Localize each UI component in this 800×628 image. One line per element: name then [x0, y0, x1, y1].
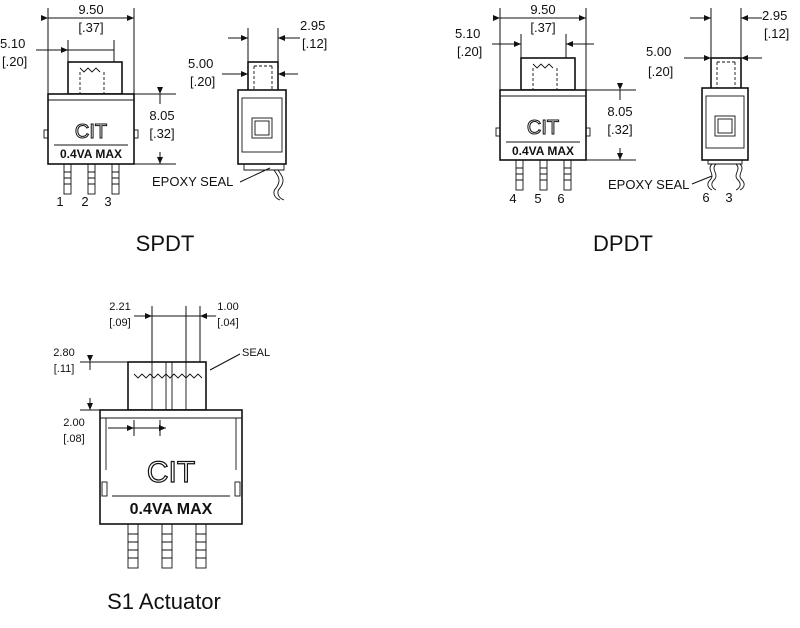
s1-seal-label: SEAL: [242, 347, 270, 359]
s1-seal-width-mm: 1.00: [217, 301, 238, 313]
spdt-front-view: CIT 0.4VA MAX 1 2 3 9.50 [.37] 5.10 [.20…: [0, 2, 176, 209]
spdt-rating-label: 0.4VA MAX: [60, 147, 122, 161]
spdt-epoxy-seal-label: EPOXY SEAL: [152, 174, 233, 189]
spdt-pins: [63, 163, 120, 195]
s1-actuator-mm: 2.21: [109, 301, 130, 313]
spdt-caption: SPDT: [136, 231, 195, 256]
spdt-width-mm: 9.50: [78, 2, 103, 17]
spdt-travel-in: [.20]: [2, 54, 27, 69]
dpdt-brand-label: CIT: [527, 117, 559, 139]
dpdt-caption: DPDT: [593, 231, 653, 256]
s1-seal-width-in: [.04]: [217, 317, 238, 329]
dpdt-actuator-width-mm: 2.95: [762, 8, 787, 23]
s1-actuator-height-in: [.11]: [54, 363, 75, 375]
dpdt-height-in: [.32]: [607, 122, 632, 137]
s1-pitch-in: [.08]: [63, 433, 84, 445]
dpdt-pin-6: 6: [557, 191, 564, 206]
spdt-pin-3: 3: [104, 194, 111, 209]
s1-actuator-view: CIT 0.4VA MAX 2.21 [.09] 1.00 [.04] SEAL…: [53, 301, 270, 569]
spdt-pin-2: 2: [81, 194, 88, 209]
spdt-height-mm: 8.05: [149, 108, 174, 123]
spdt-brand-label: CIT: [75, 121, 107, 143]
spdt-side-width-mm: 5.00: [188, 56, 213, 71]
s1-actuator-in: [.09]: [109, 317, 130, 329]
s1-rating-label: 0.4VA MAX: [130, 501, 213, 518]
dpdt-side-pin-3: 3: [725, 190, 732, 205]
spdt-height-in: [.32]: [149, 126, 174, 141]
dpdt-epoxy-seal-label: EPOXY SEAL: [608, 177, 689, 192]
spdt-side-view: 2.95 [.12] 5.00 [.20] EPOXY SEAL: [152, 18, 327, 201]
spdt-pin-1: 1: [56, 194, 63, 209]
dpdt-side-width-in: [.20]: [648, 64, 673, 79]
spdt-actuator-width-in: [.12]: [302, 36, 327, 51]
dpdt-pins: [515, 159, 572, 191]
dpdt-pin-5: 5: [534, 191, 541, 206]
spdt-travel-mm: 5.10: [0, 36, 25, 51]
dpdt-rating-label: 0.4VA MAX: [512, 144, 574, 158]
dpdt-height-mm: 8.05: [607, 104, 632, 119]
dpdt-side-pin-6: 6: [702, 190, 709, 205]
dpdt-travel-mm: 5.10: [455, 26, 480, 41]
dpdt-width-mm: 9.50: [530, 2, 555, 17]
s1-pins: [127, 523, 207, 569]
s1-caption: S1 Actuator: [107, 589, 221, 614]
dpdt-front-view: CIT 0.4VA MAX 4 5 6 9.50 [.37] 5.10 [.20…: [455, 2, 636, 206]
spdt-actuator-width-mm: 2.95: [300, 18, 325, 33]
spdt-side-width-in: [.20]: [190, 74, 215, 89]
s1-brand-label: CIT: [147, 456, 195, 489]
s1-pitch-mm: 2.00: [63, 417, 84, 429]
dpdt-side-view: 2.95 [.12] 5.00 [.20] EPOXY SEAL 6 3: [608, 8, 789, 205]
spdt-width-in: [.37]: [78, 20, 103, 35]
dpdt-side-width-mm: 5.00: [646, 44, 671, 59]
dpdt-travel-in: [.20]: [457, 44, 482, 59]
dpdt-pin-4: 4: [509, 191, 516, 206]
dpdt-width-in: [.37]: [530, 20, 555, 35]
s1-actuator-height-mm: 2.80: [53, 347, 74, 359]
dpdt-actuator-width-in: [.12]: [764, 26, 789, 41]
